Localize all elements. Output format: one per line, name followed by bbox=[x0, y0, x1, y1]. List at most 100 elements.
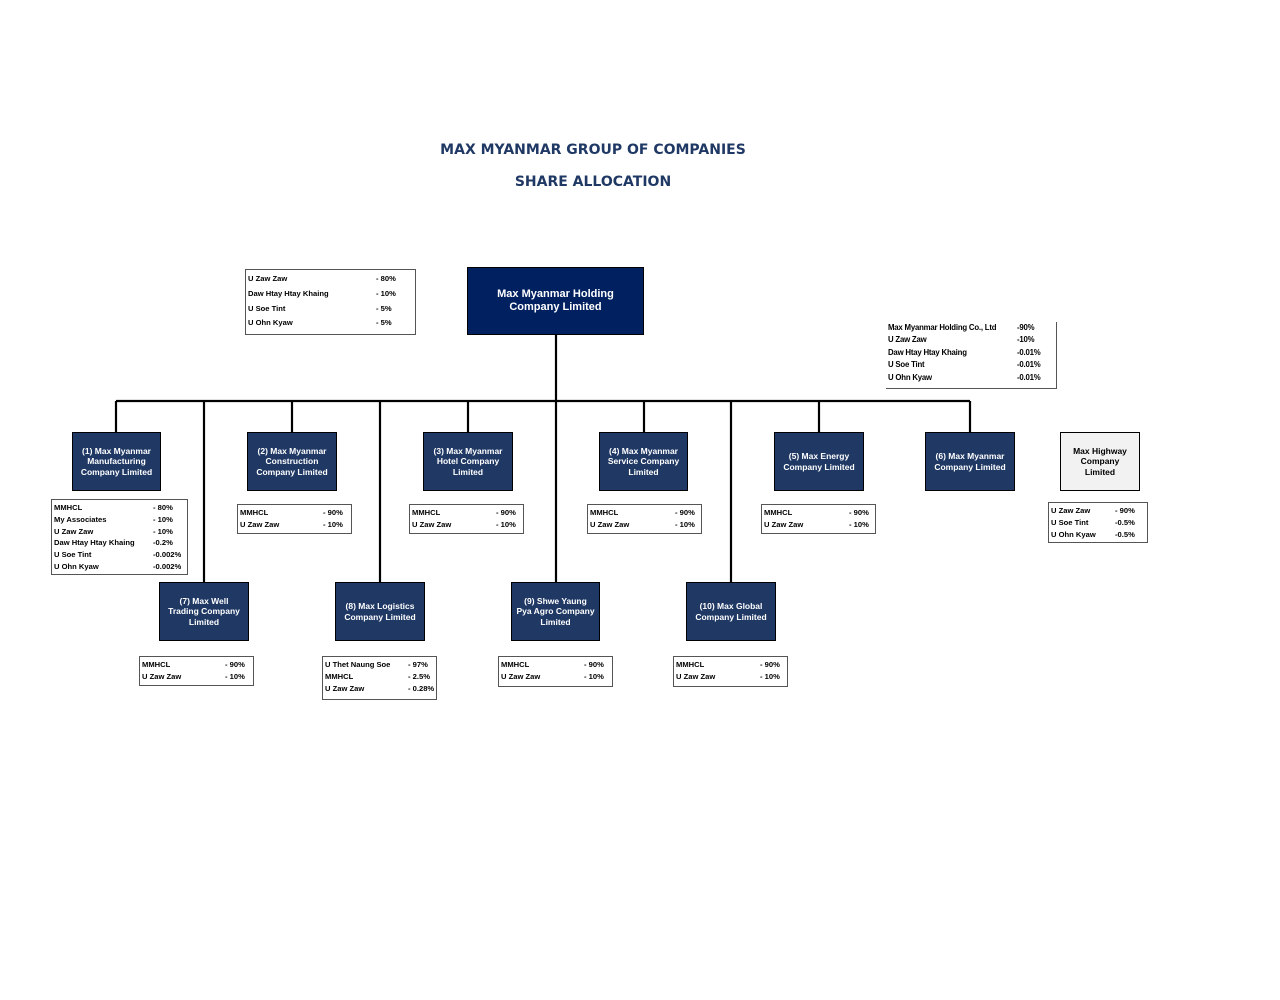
shareholders-box-1: MMHCL- 80%My Associates- 10%U Zaw Zaw- 1… bbox=[51, 499, 188, 575]
company-node-10[interactable]: (10) Max Global Company Limited bbox=[686, 582, 776, 641]
shareholder-name: U Ohn Kyaw bbox=[888, 372, 932, 382]
shareholder-row: U Soe Tint -0.002% bbox=[52, 549, 187, 561]
shareholder-name: My Associates bbox=[54, 514, 107, 524]
shareholder-row: Max Myanmar Holding Co., Ltd-90% bbox=[886, 322, 1056, 334]
shareholder-row: MMHCL- 90% bbox=[238, 507, 351, 519]
company-node-8[interactable]: (8) Max Logistics Company Limited bbox=[335, 582, 425, 641]
shareholder-row: U Ohn Kyaw -0.01% bbox=[886, 372, 1056, 384]
shareholder-percentage: -0.01% bbox=[1017, 347, 1041, 357]
shareholders-box-10: MMHCL- 90%U Zaw Zaw- 10% bbox=[673, 656, 788, 687]
root-company-node[interactable]: Max Myanmar Holding Company Limited bbox=[467, 267, 644, 335]
company-6-name: (6) Max Myanmar Company Limited bbox=[934, 451, 1006, 472]
company-3-name: (3) Max Myanmar Hotel Company Limited bbox=[433, 445, 503, 477]
company-5-name: (5) Max Energy Company Limited bbox=[783, 451, 855, 472]
shareholders-box-2: MMHCL- 90%U Zaw Zaw- 10% bbox=[237, 504, 352, 534]
shareholder-percentage: -0.002% bbox=[153, 550, 182, 560]
root-shareholders-box: U Zaw Zaw- 80%Daw Htay Htay Khaing- 10%U… bbox=[245, 269, 416, 335]
shareholder-name: U Soe Tint bbox=[54, 550, 92, 560]
shareholder-percentage: - 0.28% bbox=[408, 683, 435, 693]
company-2-name: (2) Max Myanmar Construction Company Lim… bbox=[256, 445, 328, 477]
shareholder-percentage: - 90% bbox=[584, 660, 604, 669]
shareholder-percentage: -0.2% bbox=[153, 538, 173, 548]
shareholder-percentage: -0.5% bbox=[1115, 529, 1135, 539]
page-title: MAX MYANMAR GROUP OF COMPANIES bbox=[440, 142, 746, 158]
shareholder-row: U Soe Tint-0.5% bbox=[1049, 517, 1147, 529]
shareholders-box-6: Max Myanmar Holding Co., Ltd-90%U Zaw Za… bbox=[886, 322, 1057, 389]
shareholder-name: U Zaw Zaw bbox=[764, 519, 804, 529]
shareholder-row: Daw Htay Htay Khaing- 10% bbox=[246, 287, 415, 302]
shareholder-row: U Zaw Zaw- 10% bbox=[499, 671, 612, 683]
shareholder-percentage: - 10% bbox=[496, 519, 516, 529]
shareholder-name: U Soe Tint bbox=[248, 303, 286, 313]
shareholder-percentage: - 10% bbox=[584, 671, 604, 681]
company-node-1[interactable]: (1) Max Myanmar Manufacturing Company Li… bbox=[72, 432, 161, 491]
shareholder-row: U Soe Tint -0.01% bbox=[886, 359, 1056, 371]
shareholder-percentage: - 10% bbox=[376, 288, 396, 298]
shareholder-percentage: - 80% bbox=[376, 274, 396, 283]
shareholder-name: U Zaw Zaw bbox=[412, 519, 452, 529]
shareholder-percentage: -0.002% bbox=[153, 561, 182, 571]
shareholders-box-9: MMHCL- 90%U Zaw Zaw- 10% bbox=[498, 656, 613, 687]
company-8-name: (8) Max Logistics Company Limited bbox=[344, 601, 416, 622]
company-node-9[interactable]: (9) Shwe Yaung Pya Agro Company Limited bbox=[511, 582, 600, 641]
shareholder-name: MMHCL bbox=[240, 508, 269, 517]
shareholder-name: U Thet Naung Soe bbox=[325, 660, 391, 669]
shareholders-box-3: MMHCL- 90%U Zaw Zaw - 10% bbox=[409, 504, 524, 534]
shareholder-name: U Zaw Zaw bbox=[590, 519, 630, 529]
shareholders-box-7: MMHCL- 90%U Zaw Zaw- 10% bbox=[139, 656, 254, 686]
company-node-3[interactable]: (3) Max Myanmar Hotel Company Limited bbox=[423, 432, 513, 491]
shareholder-percentage: - 80% bbox=[153, 503, 173, 512]
company-node-4[interactable]: (4) Max Myanmar Service Company Limited bbox=[599, 432, 688, 491]
company-node-5[interactable]: (5) Max Energy Company Limited bbox=[774, 432, 864, 491]
shareholder-row: U Ohn Kyaw -0.002% bbox=[52, 561, 187, 573]
shareholder-name: U Ohn Kyaw bbox=[54, 561, 99, 571]
shareholder-row: U Zaw Zaw- 80% bbox=[246, 272, 415, 287]
shareholder-row: U Zaw Zaw- 10% bbox=[762, 519, 875, 531]
shareholder-row: MMHCL - 90% bbox=[674, 659, 787, 671]
shareholder-name: U Ohn Kyaw bbox=[1051, 529, 1096, 539]
shareholder-row: My Associates - 10% bbox=[52, 514, 187, 526]
page-subtitle: SHARE ALLOCATION bbox=[514, 174, 672, 190]
shareholder-name: U Zaw Zaw bbox=[142, 671, 182, 681]
shareholder-row: MMHCL - 80% bbox=[52, 502, 187, 514]
shareholder-percentage: -10% bbox=[1017, 335, 1035, 345]
shareholder-row: MMHCL- 90% bbox=[140, 659, 253, 671]
shareholder-name: U Soe Tint bbox=[888, 360, 925, 370]
shareholder-percentage: - 10% bbox=[153, 526, 173, 536]
shareholder-name: MMHCL bbox=[676, 660, 705, 669]
shareholder-percentage: - 5% bbox=[376, 318, 392, 328]
company-node-7[interactable]: (7) Max Well Trading Company Limited bbox=[159, 582, 249, 641]
shareholder-name: MMHCL bbox=[142, 660, 171, 669]
shareholder-name: MMHCL bbox=[764, 508, 793, 517]
shareholder-percentage: - 90% bbox=[849, 508, 869, 517]
shareholder-row: Daw Htay Htay Khaing-0.01% bbox=[886, 347, 1056, 359]
shareholder-row: U Zaw Zaw- 0.28% bbox=[323, 683, 436, 695]
shareholder-name: U Zaw Zaw bbox=[1051, 506, 1091, 515]
company-node-6[interactable]: (6) Max Myanmar Company Limited bbox=[925, 432, 1015, 491]
company-node-2[interactable]: (2) Max Myanmar Construction Company Lim… bbox=[247, 432, 337, 491]
shareholders-box-5: MMHCL - 90% U Zaw Zaw- 10% bbox=[761, 504, 876, 534]
shareholder-percentage: - 90% bbox=[1115, 506, 1135, 515]
shareholder-row: U Zaw Zaw- 10% bbox=[52, 526, 187, 538]
shareholder-percentage: - 5% bbox=[376, 303, 392, 313]
shareholder-name: Daw Htay Htay Khaing bbox=[54, 538, 135, 548]
shareholder-percentage: - 90% bbox=[675, 508, 695, 517]
shareholder-row: U Zaw Zaw- 10% bbox=[238, 519, 351, 531]
shareholder-name: MMHCL bbox=[54, 503, 83, 512]
shareholder-row: MMHCL- 90% bbox=[499, 659, 612, 671]
shareholder-percentage: -0.01% bbox=[1017, 372, 1041, 382]
company-highway-name: Max Highway Company Limited bbox=[1073, 445, 1127, 477]
shareholder-percentage: - 10% bbox=[675, 519, 695, 529]
shareholder-percentage: - 90% bbox=[760, 660, 780, 669]
shareholder-row: MMHCL- 90% bbox=[410, 507, 523, 519]
shareholder-percentage: -0.01% bbox=[1017, 360, 1041, 370]
shareholder-percentage: -0.5% bbox=[1115, 517, 1135, 527]
shareholder-percentage: - 10% bbox=[153, 514, 173, 524]
company-9-name: (9) Shwe Yaung Pya Agro Company Limited bbox=[516, 595, 595, 627]
company-node-highway[interactable]: Max Highway Company Limited bbox=[1060, 432, 1140, 491]
shareholder-row: U Zaw Zaw - 90% bbox=[1049, 505, 1147, 517]
shareholder-percentage: -90% bbox=[1017, 323, 1035, 332]
shareholder-row: U Soe Tint - 5% bbox=[246, 302, 415, 317]
shareholder-row: MMHCL - 90% bbox=[762, 507, 875, 519]
